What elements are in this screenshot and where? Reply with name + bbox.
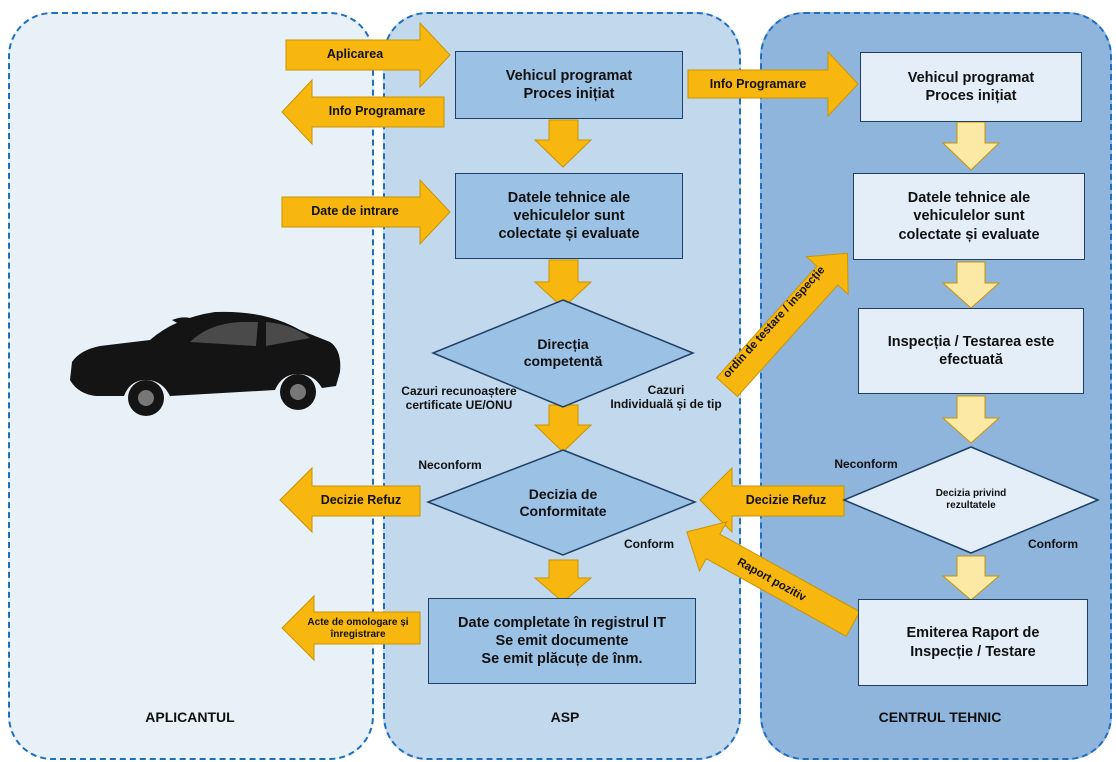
ct-box-data-collected: Datele tehnice ale vehiculelor sunt cole… bbox=[853, 173, 1085, 260]
ct-box-scheduled: Vehicul programat Proces inițiat bbox=[860, 52, 1082, 122]
arrow-aplicarea bbox=[285, 21, 451, 89]
arrow-ordin bbox=[715, 252, 849, 398]
asp-box-final: Date completate în registrul IT Se emit … bbox=[428, 598, 696, 684]
arrow-down-asp-4 bbox=[533, 559, 593, 603]
arrow-label-date-intrare: Date de intrare bbox=[311, 204, 399, 218]
arrow-label-aplicarea: Aplicarea bbox=[326, 47, 384, 61]
diamond-directia bbox=[431, 299, 695, 408]
ct-box-inspection: Inspecția / Testarea este efectuată bbox=[858, 308, 1084, 394]
arrow-label-info-programare-left: Info Programare bbox=[328, 104, 426, 118]
arrow-down-ct-3 bbox=[941, 395, 1001, 444]
label-conform-ct: Conform bbox=[1028, 537, 1078, 551]
arrow-label-acte: Acte de omologare și înregistrare bbox=[307, 617, 409, 640]
arrow-ordin-group bbox=[715, 252, 849, 398]
arrow-down-ct-2 bbox=[941, 261, 1001, 309]
arrow-raport-group bbox=[686, 521, 861, 637]
arrow-decizie-refuz-left bbox=[279, 466, 421, 534]
arrow-info-programare-left bbox=[281, 78, 445, 146]
car-icon bbox=[70, 311, 341, 416]
arrow-down-ct-4 bbox=[941, 555, 1001, 601]
arrow-down-asp-2 bbox=[533, 259, 593, 309]
asp-box-data-collected: Datele tehnice ale vehiculelor sunt cole… bbox=[455, 173, 683, 259]
lane-title-technical-center: CENTRUL TEHNIC bbox=[878, 709, 1002, 725]
diamond-rezultate bbox=[842, 446, 1100, 554]
diamond-rezultate-text: Decizia privind rezultatele bbox=[935, 487, 1007, 512]
label-cazuri-individuala: Cazuri Individuală și de tip bbox=[610, 383, 722, 412]
arrow-acte bbox=[281, 594, 421, 662]
arrow-decizie-refuz-right bbox=[699, 466, 845, 534]
label-neconform-ct: Neconform bbox=[834, 457, 898, 471]
diamond-conformitate-text: Decizia de Conformitate bbox=[519, 485, 607, 520]
arrow-label-decizie-refuz-right: Decizie Refuz bbox=[745, 493, 827, 507]
diamond-directia-text: Direcția competentă bbox=[523, 335, 603, 370]
arrow-raport-pozitiv bbox=[686, 521, 861, 637]
ct-box-report: Emiterea Raport de Inspecție / Testare bbox=[858, 599, 1088, 686]
arrow-label-info-programare-right: Info Programare bbox=[709, 77, 807, 91]
arrow-label-decizie-refuz-left: Decizie Refuz bbox=[320, 493, 402, 507]
asp-box-scheduled: Vehicul programat Proces inițiat bbox=[455, 51, 683, 119]
arrow-info-programare-right bbox=[687, 50, 859, 118]
label-neconform-asp: Neconform bbox=[418, 458, 482, 472]
lane-title-asp: ASP bbox=[550, 709, 580, 725]
arrow-down-asp-1 bbox=[533, 119, 593, 168]
diamond-conformitate bbox=[425, 449, 698, 556]
lane-title-applicant: APLICANTUL bbox=[145, 709, 235, 725]
label-conform-asp: Conform bbox=[624, 537, 674, 551]
label-cazuri-recunoastere: Cazuri recunoaștere certificate UE/ONU bbox=[401, 384, 517, 413]
arrow-date-intrare bbox=[281, 178, 451, 246]
arrow-down-asp-3 bbox=[533, 404, 593, 453]
arrow-down-ct-1 bbox=[941, 121, 1001, 171]
